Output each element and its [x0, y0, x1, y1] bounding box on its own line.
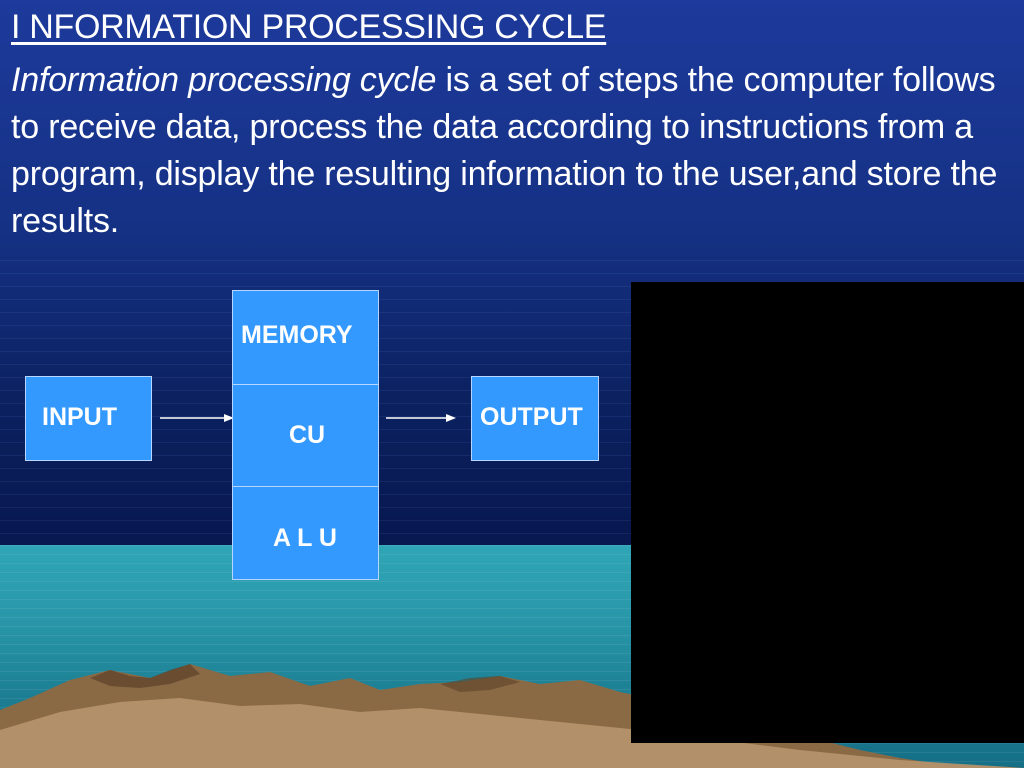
cu-box: CU [232, 384, 379, 487]
black-panel [631, 282, 1024, 743]
memory-box: MEMORY [232, 290, 379, 385]
arrow-input-to-cu [160, 414, 234, 422]
alu-label: A L U [273, 524, 337, 552]
slide-title: I NFORMATION PROCESSING CYCLE [11, 8, 607, 46]
cu-label: CU [289, 421, 326, 449]
output-box: OUTPUT [471, 376, 599, 461]
definition-paragraph: Information processing cycle is a set of… [11, 57, 1001, 245]
memory-label: MEMORY [241, 321, 353, 349]
definition-text: is a set of steps the computer follows t… [11, 61, 998, 240]
input-label: INPUT [42, 403, 117, 431]
input-box: INPUT [25, 376, 152, 461]
output-label: OUTPUT [480, 403, 583, 431]
alu-box: A L U [232, 486, 379, 580]
definition-term: Information processing cycle [11, 61, 437, 99]
arrow-cu-to-output [386, 414, 456, 422]
